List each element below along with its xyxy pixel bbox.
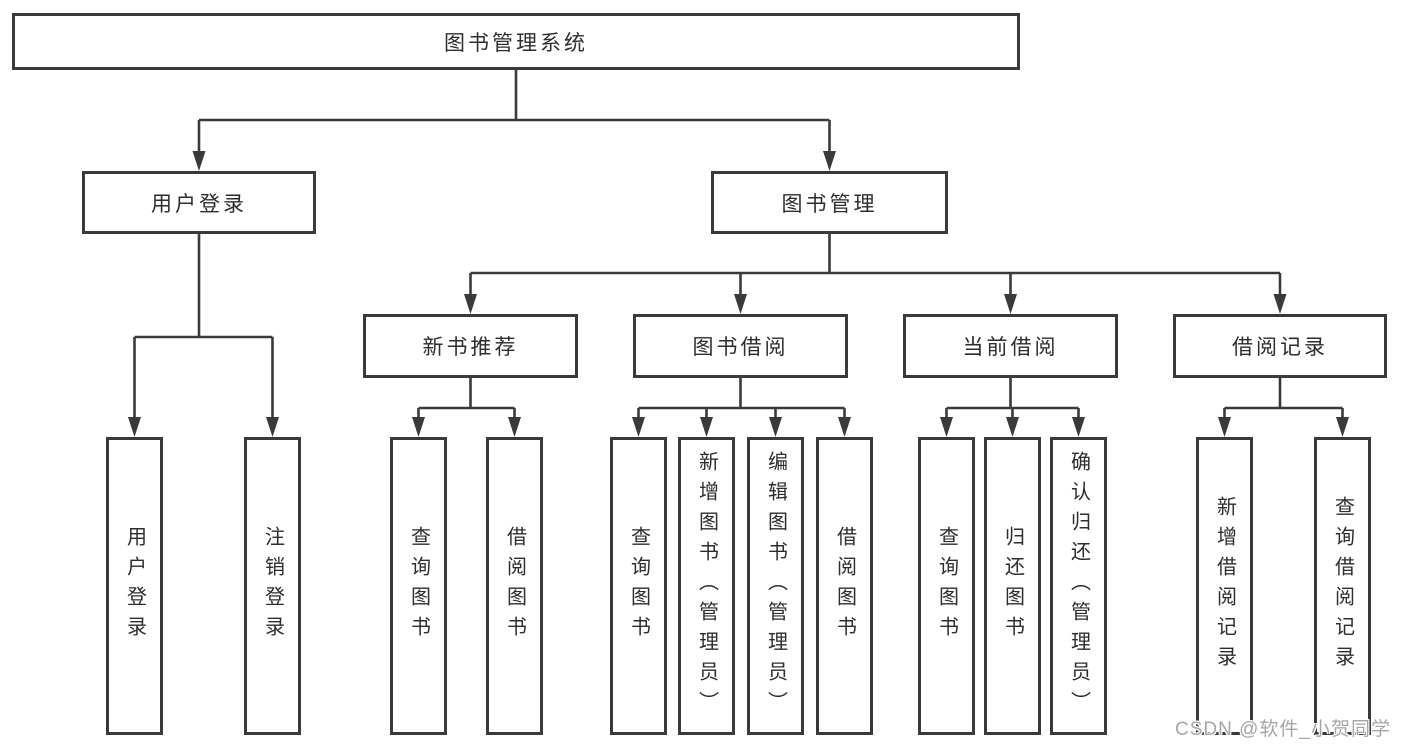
- leaf-add-borrow-record-label: 新增借阅记录: [1213, 496, 1236, 676]
- leaf-return-book: 归还图书: [984, 437, 1041, 735]
- node-borrow-record: 借阅记录: [1173, 314, 1387, 378]
- leaf-return-book-label: 归还图书: [1001, 526, 1024, 646]
- connector-root-to-level2: [192, 70, 836, 171]
- connector-user-login-children: [128, 234, 279, 437]
- leaf-edit-book-admin: 编辑图书（管理员）: [747, 437, 804, 735]
- leaf-user-login-label: 用户登录: [123, 526, 146, 646]
- node-book-management: 图书管理: [711, 171, 948, 234]
- leaf-logout-label: 注销登录: [261, 526, 284, 646]
- leaf-query-books-recommend-label: 查询图书: [407, 526, 430, 646]
- connector-book-borrow-children: [632, 378, 851, 437]
- leaf-add-borrow-record: 新增借阅记录: [1196, 437, 1253, 735]
- leaf-borrow-books-recommend: 借阅图书: [486, 437, 543, 735]
- leaf-borrow-books-recommend-label: 借阅图书: [503, 526, 526, 646]
- leaf-logout: 注销登录: [244, 437, 301, 735]
- leaf-confirm-return-admin-label: 确认归还（管理员）: [1067, 451, 1090, 721]
- leaf-borrow-books: 借阅图书: [816, 437, 873, 735]
- leaf-query-books-borrow-label: 查询图书: [627, 526, 650, 646]
- leaf-user-login: 用户登录: [106, 437, 163, 735]
- leaf-edit-book-admin-label: 编辑图书（管理员）: [764, 451, 787, 721]
- watermark-text: CSDN @软件_小贺同学: [1175, 719, 1391, 740]
- connector-book-management-to-level3: [464, 234, 1287, 314]
- leaf-query-borrow-record: 查询借阅记录: [1314, 437, 1371, 735]
- leaf-query-books-borrow: 查询图书: [610, 437, 667, 735]
- leaf-query-books-current: 查询图书: [918, 437, 975, 735]
- connector-borrow-record-children: [1218, 378, 1349, 437]
- leaf-add-book-admin: 新增图书（管理员）: [678, 437, 735, 735]
- connector-current-borrow-children: [940, 378, 1085, 437]
- leaf-query-borrow-record-label: 查询借阅记录: [1331, 496, 1354, 676]
- node-user-login: 用户登录: [82, 171, 316, 234]
- leaf-query-books-current-label: 查询图书: [935, 526, 958, 646]
- leaf-borrow-books-label: 借阅图书: [833, 526, 856, 646]
- root-node: 图书管理系统: [12, 13, 1020, 70]
- node-book-borrow: 图书借阅: [633, 314, 848, 378]
- connector-new-book-recommend-children: [412, 378, 521, 437]
- leaf-query-books-recommend: 查询图书: [390, 437, 447, 735]
- node-new-book-recommend: 新书推荐: [363, 314, 578, 378]
- leaf-add-book-admin-label: 新增图书（管理员）: [695, 451, 718, 721]
- leaf-confirm-return-admin: 确认归还（管理员）: [1050, 437, 1107, 735]
- node-current-borrow: 当前借阅: [903, 314, 1118, 378]
